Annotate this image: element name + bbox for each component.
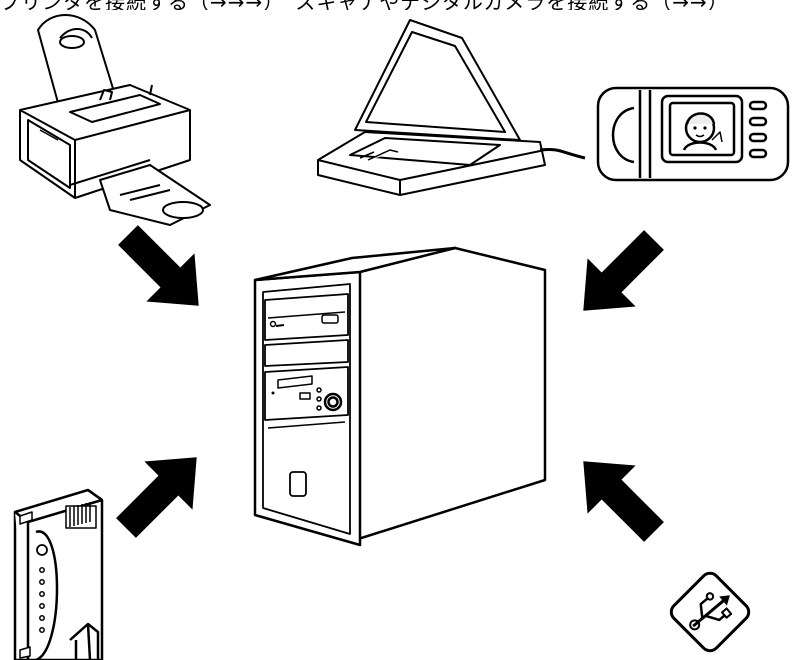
usb-logo-icon xyxy=(668,570,753,655)
arrow-from-printer xyxy=(104,211,223,330)
digital-camera-icon xyxy=(598,88,788,180)
usb-hub-icon xyxy=(15,490,102,660)
scanner-icon xyxy=(318,20,585,195)
arrow-from-camera xyxy=(559,216,678,335)
tower-pc-icon xyxy=(255,248,545,545)
arrow-from-hub xyxy=(102,433,221,552)
printer-icon xyxy=(20,15,210,225)
arrow-from-usb xyxy=(559,437,678,556)
